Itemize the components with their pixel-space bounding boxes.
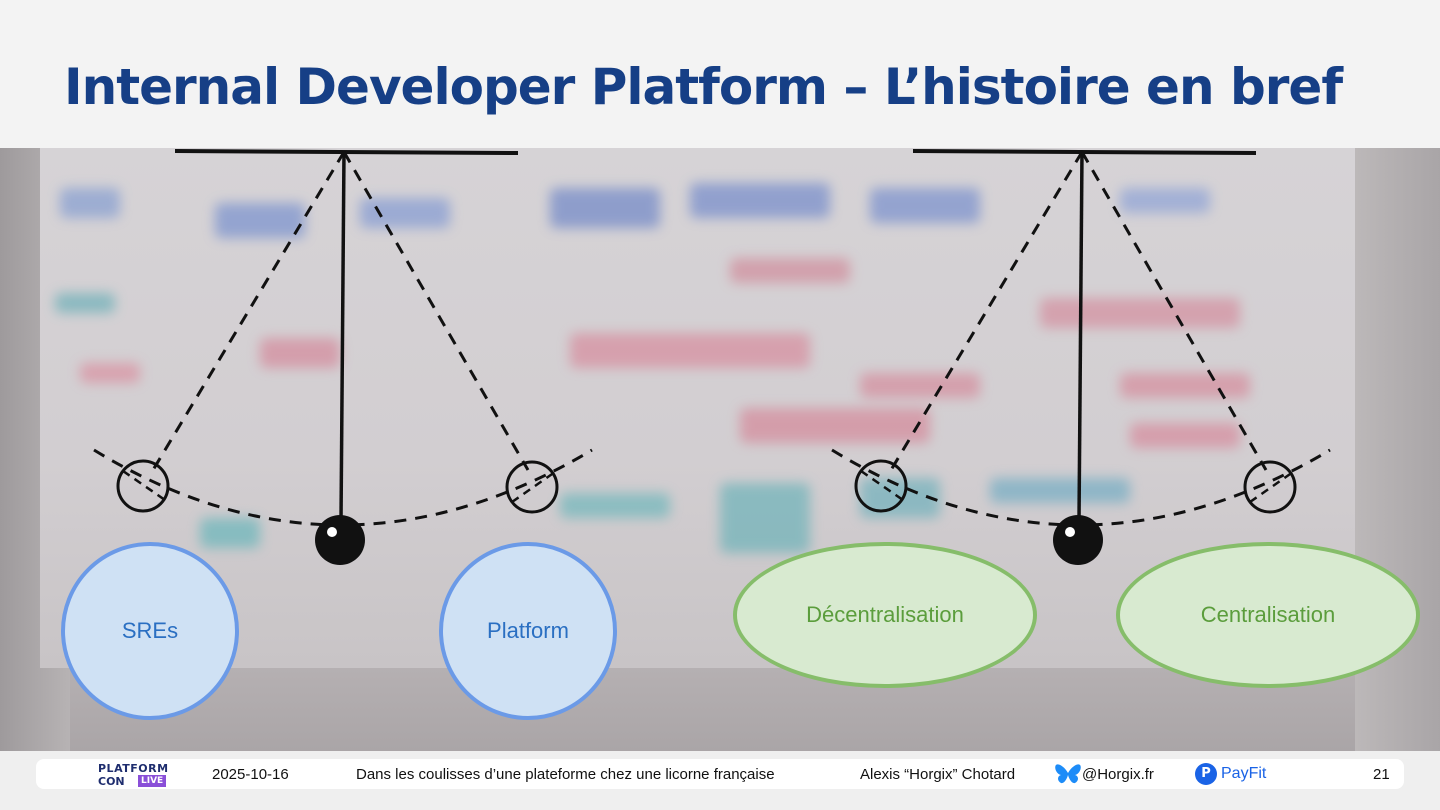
footer-handle: @Horgix.fr bbox=[1082, 766, 1154, 783]
right-pendulum-string bbox=[1079, 152, 1082, 520]
left-swing-dashed-left bbox=[150, 152, 344, 475]
right-ghost-bob-right bbox=[1245, 462, 1295, 512]
left-swing-dashed-right bbox=[344, 152, 528, 470]
left-ghost-bob-left bbox=[118, 461, 168, 511]
right-ghost-bob-left bbox=[856, 461, 906, 511]
right-pendulum-bar bbox=[913, 151, 1256, 153]
left-pendulum bbox=[94, 151, 592, 565]
left-pendulum-bob bbox=[315, 515, 365, 565]
logo-line1: PLATFORM bbox=[98, 762, 169, 775]
right-pendulum bbox=[832, 151, 1330, 565]
logo-line2: CON bbox=[98, 775, 125, 788]
logo-badge: LIVE bbox=[138, 775, 166, 787]
left-pendulum-string bbox=[341, 152, 344, 520]
centralisation-bubble: Centralisation bbox=[1116, 542, 1420, 688]
footer-speaker: Alexis “Horgix” Chotard bbox=[860, 766, 1015, 783]
footer-talk-title: Dans les coulisses d’une plateforme chez… bbox=[356, 766, 775, 783]
platformcon-live-logo: PLATFORM CON LIVE bbox=[98, 762, 172, 788]
page-number: 21 bbox=[1373, 766, 1390, 783]
platform-bubble: Platform bbox=[439, 542, 617, 720]
slide-footer: PLATFORM CON LIVE 2025-10-16 Dans les co… bbox=[36, 759, 1404, 789]
right-pendulum-bob bbox=[1053, 515, 1103, 565]
right-swing-dashed-right bbox=[1082, 152, 1266, 470]
decentralisation-label: Décentralisation bbox=[806, 602, 964, 628]
sres-bubble: SREs bbox=[61, 542, 239, 720]
payfit-logo-icon: P bbox=[1195, 763, 1217, 785]
footer-date: 2025-10-16 bbox=[212, 766, 289, 783]
sres-label: SREs bbox=[122, 618, 178, 644]
decentralisation-bubble: Décentralisation bbox=[733, 542, 1037, 688]
footer-company: PayFit bbox=[1221, 765, 1266, 783]
left-ghost-bob-right bbox=[507, 462, 557, 512]
centralisation-label: Centralisation bbox=[1201, 602, 1336, 628]
right-swing-dashed-left bbox=[888, 152, 1082, 475]
bluesky-butterfly-icon bbox=[1054, 762, 1082, 786]
platform-label: Platform bbox=[487, 618, 569, 644]
left-pendulum-bar bbox=[175, 151, 518, 153]
